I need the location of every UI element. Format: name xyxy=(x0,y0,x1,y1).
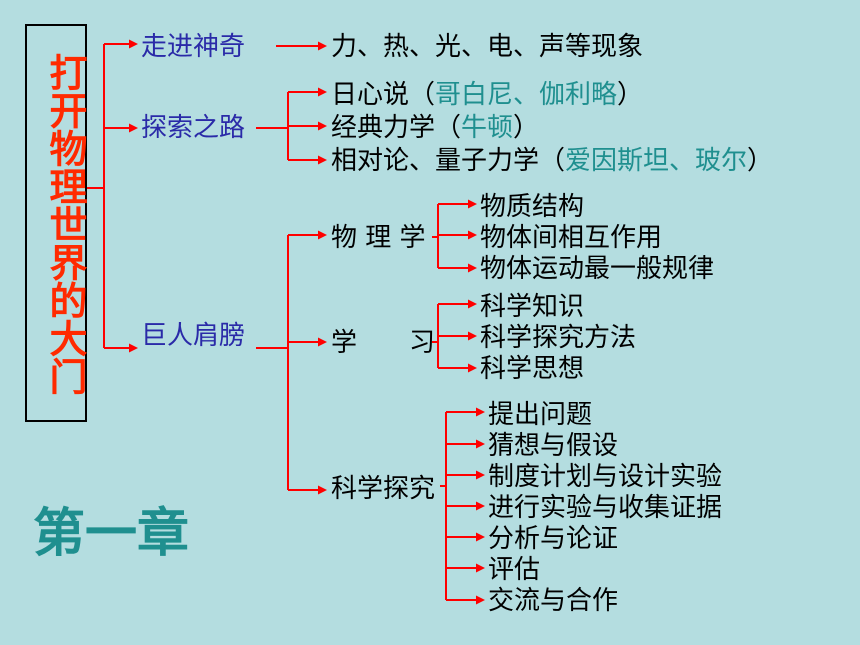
inquiry-item-5: 分析与论证 xyxy=(488,524,619,554)
physics-item-2: 物体间相互作用 xyxy=(480,223,663,253)
arrow-head-46 xyxy=(476,407,485,417)
inquiry-item-2: 猜想与假设 xyxy=(488,431,619,461)
phenomena-item: 力、热、光、电、声等现象 xyxy=(331,32,644,62)
history-item-1: 日心说（哥白尼、伽利略） xyxy=(331,80,644,110)
arrow-head-6 xyxy=(129,123,138,133)
arrow-head-8 xyxy=(129,343,138,353)
history-item-3: 相对论、量子力学（爱因斯坦、玻尔） xyxy=(331,146,774,176)
title-box: 打开物理世界的大门 xyxy=(25,24,87,422)
study-item-1: 科学知识 xyxy=(480,292,585,322)
arrow-head-52 xyxy=(476,501,485,511)
diagram-title: 打开物理世界的大门 xyxy=(43,53,87,395)
arrow-head-24 xyxy=(318,337,327,347)
inquiry-item-7: 交流与合作 xyxy=(488,586,619,616)
inquiry-item-4: 进行实验与收集证据 xyxy=(488,493,723,523)
arrow-head-38 xyxy=(468,299,477,309)
arrow-head-4 xyxy=(129,39,138,49)
branch-label-2: 探索之路 xyxy=(141,113,246,143)
group-label-physics: 物 理 学 xyxy=(331,223,426,253)
history-item-2: 经典力学（牛顿） xyxy=(331,113,540,143)
chapter-label: 第一章 xyxy=(33,504,190,564)
physics-item-3: 物体运动最一般规律 xyxy=(480,254,715,284)
arrow-head-22 xyxy=(318,230,327,240)
group-label-inquiry: 科学探究 xyxy=(331,474,436,504)
arrow-head-42 xyxy=(468,363,477,373)
arrow-head-54 xyxy=(476,532,485,542)
arrow-head-40 xyxy=(468,331,477,341)
arrow-head-14 xyxy=(318,87,327,97)
arrow-head-30 xyxy=(468,199,477,209)
arrow-head-10 xyxy=(318,41,327,51)
arrow-head-32 xyxy=(468,230,477,240)
arrow-head-26 xyxy=(318,485,327,495)
branch-label-1: 走进神奇 xyxy=(141,32,246,62)
inquiry-item-6: 评估 xyxy=(488,555,541,585)
study-item-3: 科学思想 xyxy=(480,354,585,384)
branch-label-3: 巨人肩膀 xyxy=(141,321,246,351)
arrow-head-16 xyxy=(318,121,327,131)
physics-item-1: 物质结构 xyxy=(480,192,585,222)
arrow-head-56 xyxy=(476,563,485,573)
inquiry-item-3: 制度计划与设计实验 xyxy=(488,462,723,492)
inquiry-item-1: 提出问题 xyxy=(488,400,593,430)
arrow-head-18 xyxy=(318,155,327,165)
group-label-study: 学 习 xyxy=(331,328,436,358)
arrow-head-34 xyxy=(468,263,477,273)
study-item-2: 科学探究方法 xyxy=(480,323,637,353)
arrow-head-58 xyxy=(476,595,485,605)
arrow-head-48 xyxy=(476,439,485,449)
arrow-head-50 xyxy=(476,470,485,480)
